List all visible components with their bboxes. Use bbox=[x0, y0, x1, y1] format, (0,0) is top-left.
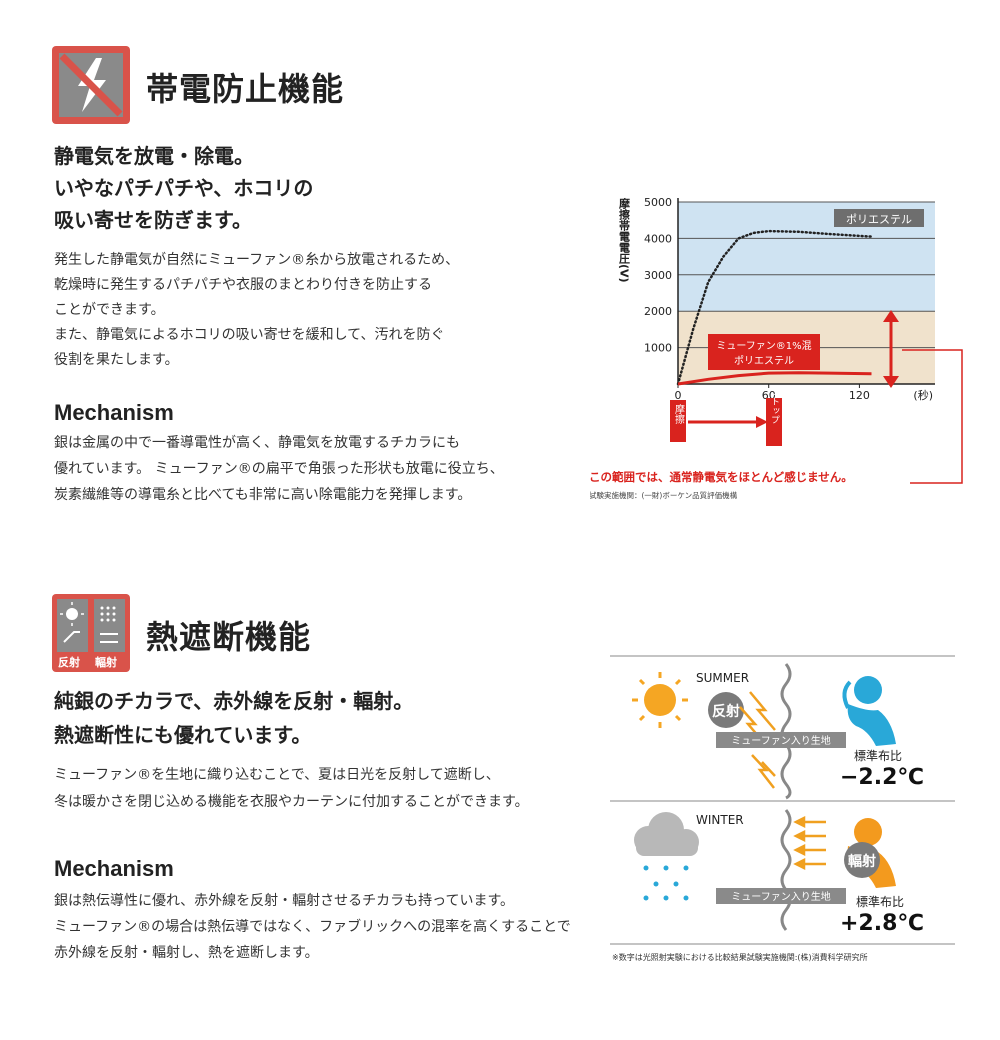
summer-fabric-box bbox=[716, 732, 846, 748]
legend-mufan-box bbox=[708, 334, 820, 370]
section2-lead: 純銀のチカラで、赤外線を反射・輻射。 熱遮断性にも優れています。 bbox=[54, 684, 413, 752]
y-tick-label: 3000 bbox=[644, 269, 672, 282]
section2-mechanism-title: Mechanism bbox=[54, 856, 174, 881]
y-tick-label: 2000 bbox=[644, 305, 672, 318]
body-line: 乾燥時に発生するパチパチや衣服のまとわり付きを防止する bbox=[54, 277, 432, 293]
friction-arrowhead bbox=[756, 416, 768, 428]
section2-body: ミューファン®を生地に織り込むことで、夏は日光を反射して遮断し、 冬は暖かさを閉… bbox=[54, 762, 529, 816]
y-axis-label: 摩擦帯電電圧(V) bbox=[618, 197, 631, 283]
body-line: ことができます。 bbox=[54, 302, 165, 318]
mechanism-line: 銀は熱伝導性に優れ、赤外線を反射・輻射させるチカラも持っています。 bbox=[54, 893, 515, 909]
section1-body: 発生した静電気が自然にミューファン®糸から放電されるため、 乾燥時に発生するパチ… bbox=[54, 248, 459, 373]
mechanism-line: 銀は金属の中で一番導電性が高く、静電気を放電するチカラにも bbox=[54, 435, 460, 451]
series-polyester-line bbox=[676, 229, 873, 386]
section1-title: 帯電防止機能 bbox=[146, 70, 345, 108]
x-tick-label: 0 bbox=[675, 389, 682, 402]
section1-mechanism-title: Mechanism bbox=[54, 400, 174, 425]
legend-mufan-line2: ポリエステル bbox=[734, 355, 794, 367]
stop-box bbox=[766, 398, 782, 446]
lead-line: 熱遮断性にも優れています。 bbox=[54, 723, 312, 747]
legend-mufan-line1: ミューファン®1%混 bbox=[716, 340, 811, 352]
y-tick-label: 5000 bbox=[644, 196, 672, 209]
x-tick-label: 120 bbox=[849, 389, 870, 402]
winter-fabric-box bbox=[716, 888, 846, 904]
no-static-badge bbox=[52, 46, 130, 124]
legend-polyester: ポリエステル bbox=[846, 213, 912, 226]
range-note: この範囲では、通常静電気をほとんど感じません。 bbox=[590, 470, 853, 484]
lead-line: 純銀のチカラで、赤外線を反射・輻射。 bbox=[54, 689, 414, 713]
section1-lead: 静電気を放電・除電。 いやなパチパチや、ホコリの 吸い寄せを防ぎます。 bbox=[54, 140, 313, 236]
summer-bubble-text: 反射 bbox=[712, 703, 740, 720]
icon-label-radiate: 輻射 bbox=[95, 656, 117, 669]
x-unit-label: (秒) bbox=[913, 388, 933, 402]
section2-mechanism: 銀は熱伝導性に優れ、赤外線を反射・輻射させるチカラも持っています。 ミューファン… bbox=[54, 888, 571, 966]
winter-label: WINTER bbox=[696, 813, 744, 827]
lead-line: 吸い寄せを防ぎます。 bbox=[54, 208, 252, 232]
reflect-bubble bbox=[708, 692, 744, 728]
range-double-arrow bbox=[883, 310, 899, 388]
series-mufan-line bbox=[677, 371, 872, 386]
fabric-wave-summer bbox=[780, 663, 792, 800]
winter-arrows-icon bbox=[793, 815, 826, 871]
mechanism-line: ミューファン®の場合は熱伝導ではなく、ファブリックへの混率を高くすることで bbox=[54, 919, 571, 935]
icon-label-reflect: 反射 bbox=[58, 656, 80, 669]
heat-diagram: SUMMER 反射 ミューファン入り生地 標準布比 −2.2℃ WINTER ミ… bbox=[610, 655, 955, 962]
summer-person-icon bbox=[842, 676, 896, 746]
cloud-icon bbox=[634, 812, 699, 901]
heat-note: ※数字は光照射実験における比較結果試験実施機関:(株)消費科学研究所 bbox=[612, 952, 868, 962]
body-line: 冬は暖かさを閉じ込める機能を衣服やカーテンに付加することができます。 bbox=[54, 794, 529, 810]
mechanism-line: 優れています。 ミューファン®の扁平で角張った形状も放電に役立ち、 bbox=[54, 461, 504, 477]
reflect-radiate-icon bbox=[57, 599, 125, 652]
section1-mechanism: 銀は金属の中で一番導電性が高く、静電気を放電するチカラにも 優れています。 ミュ… bbox=[54, 430, 504, 508]
chart-source: 試験実施機関：(一財)ボーケン品質評価機構 bbox=[590, 490, 738, 500]
y-tick-label: 4000 bbox=[644, 232, 672, 245]
y-tick-label: 1000 bbox=[644, 342, 672, 355]
no-static-icon bbox=[59, 53, 123, 117]
mechanism-line: 炭素繊維等の導電糸と比べても非常に高い除電能力を発揮します。 bbox=[54, 487, 472, 503]
body-line: 発生した静電気が自然にミューファン®糸から放電されるため、 bbox=[54, 252, 460, 268]
mechanism-line: 赤外線を反射・輻射し、熱を遮断します。 bbox=[54, 945, 319, 961]
summer-label: SUMMER bbox=[696, 671, 749, 685]
range-bracket bbox=[902, 349, 963, 484]
body-line: また、静電気によるホコリの吸い寄せを緩和して、汚れを防ぐ bbox=[54, 327, 445, 343]
summer-ratio-label: 標準布比 bbox=[854, 748, 902, 763]
legend-polyester-box bbox=[834, 209, 924, 227]
radiate-bubble bbox=[844, 842, 880, 878]
winter-fabric-label: ミューファン入り生地 bbox=[731, 890, 830, 903]
y-axis-label-text: 摩擦帯電電圧(V) bbox=[618, 197, 631, 283]
winter-bubble-text: 輻射 bbox=[848, 853, 876, 870]
sun-icon bbox=[632, 672, 688, 728]
winter-value: +2.8℃ bbox=[840, 911, 924, 936]
friction-box bbox=[670, 400, 686, 442]
body-line: ミューファン®を生地に織り込むことで、夏は日光を反射して遮断し、 bbox=[54, 767, 500, 783]
lead-line: いやなパチパチや、ホコリの bbox=[54, 176, 314, 200]
section2-title: 熱遮断機能 bbox=[146, 618, 312, 656]
fabric-wave-winter bbox=[780, 809, 792, 931]
summer-fabric-label: ミューファン入り生地 bbox=[731, 734, 830, 747]
heat-badge: 反射 輻射 bbox=[52, 594, 130, 672]
body-line: 役割を果たします。 bbox=[54, 352, 179, 368]
summer-value: −2.2℃ bbox=[840, 765, 924, 790]
friction-label: 摩擦 bbox=[673, 403, 685, 424]
stop-label: ストップ bbox=[769, 388, 779, 424]
lead-line: 静電気を放電・除電。 bbox=[54, 144, 254, 168]
winter-ratio-label: 標準布比 bbox=[856, 894, 904, 909]
